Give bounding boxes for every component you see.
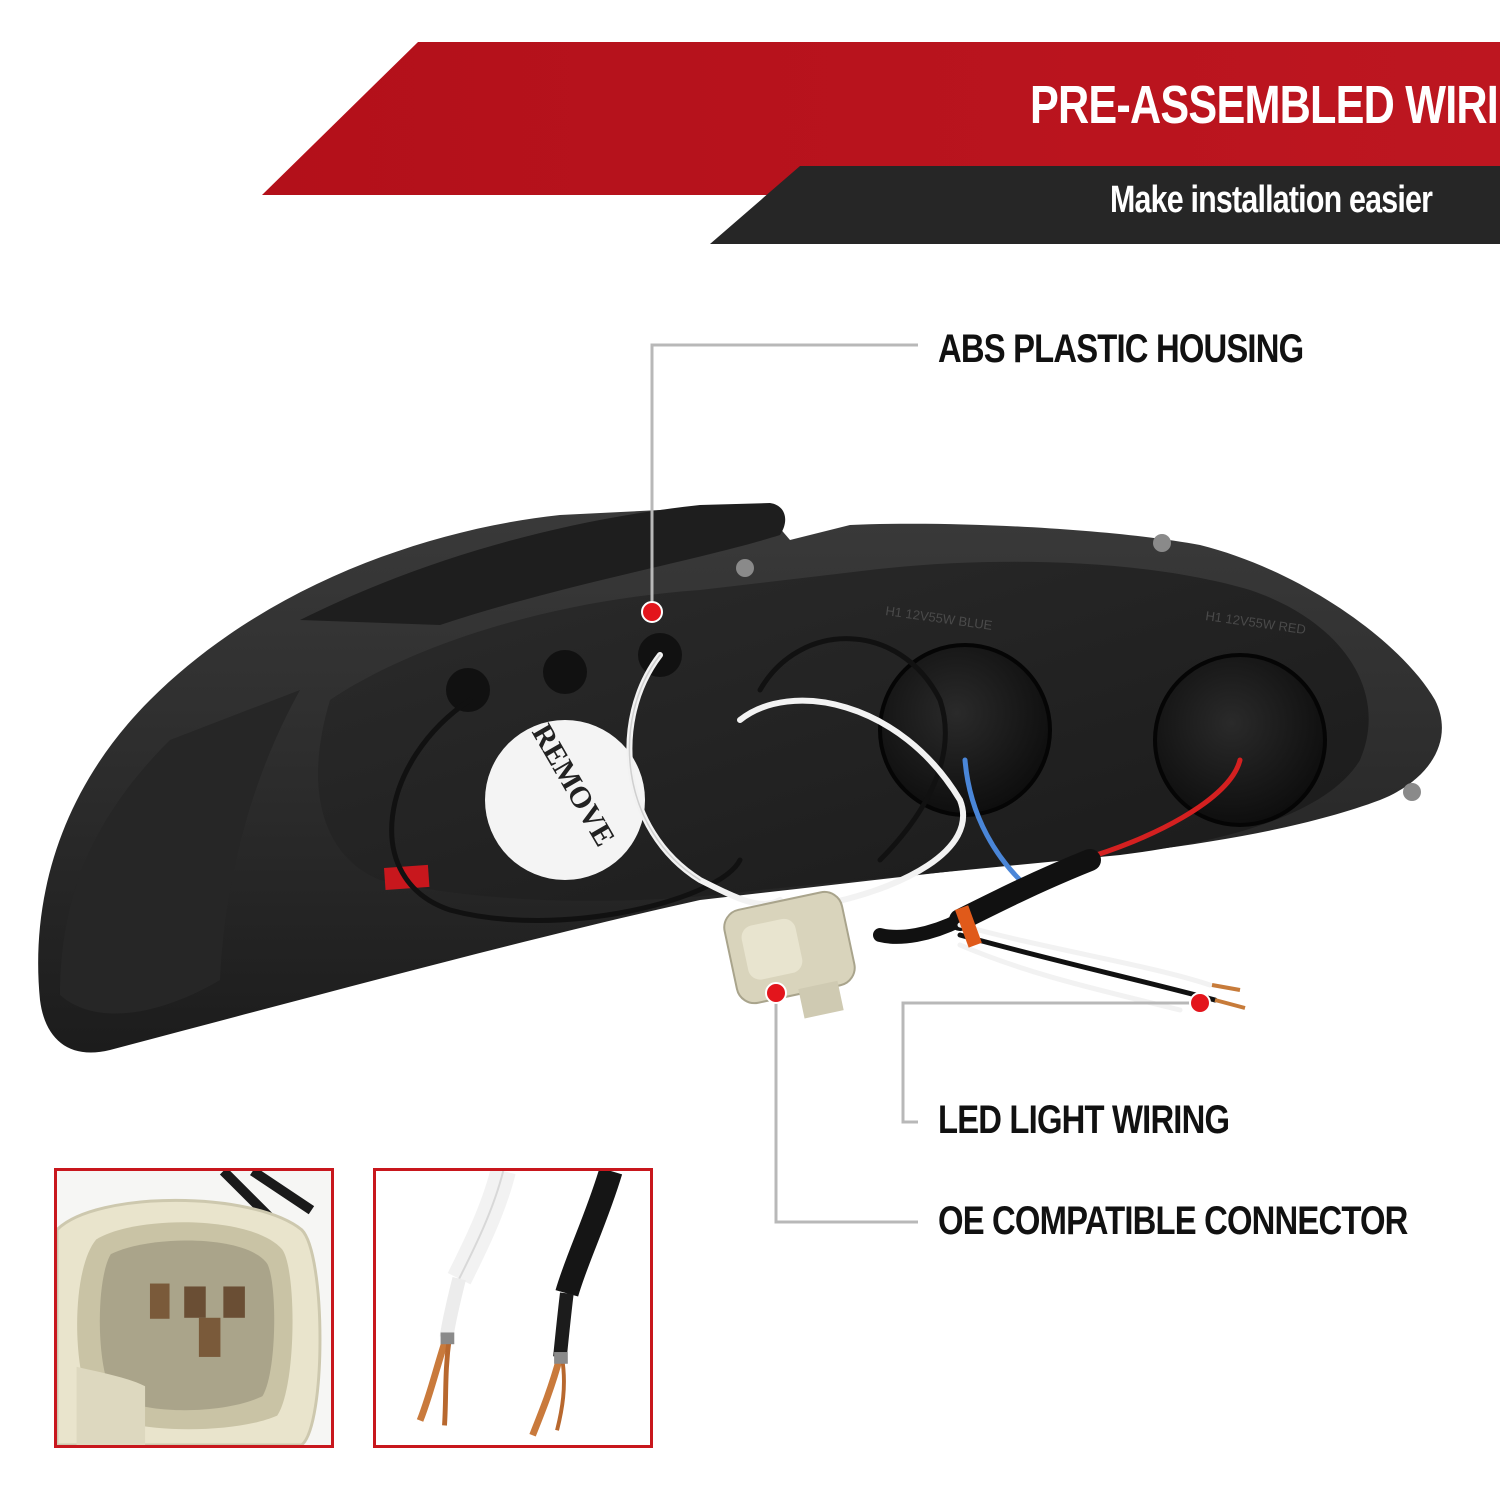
wiring-harness bbox=[389, 636, 1243, 1013]
orange-cable-tie bbox=[955, 905, 982, 948]
callout-line-oe bbox=[774, 1002, 918, 1224]
dark-subtitle-banner bbox=[710, 166, 1500, 244]
header-banners bbox=[262, 42, 1500, 244]
callout-led-light-wiring: LED LIGHT WIRING bbox=[938, 1098, 1230, 1142]
headlight-product-photo: H1 12V55W BLUE H1 12V55W RED REMOVE bbox=[38, 503, 1442, 1053]
housing-corner bbox=[60, 690, 300, 1014]
bulb-cap-high bbox=[1153, 653, 1327, 827]
page-title: PRE-ASSEMBLED WIRING bbox=[1030, 75, 1500, 135]
grommet bbox=[543, 650, 587, 694]
callout-oe-compatible-connector: OE COMPATIBLE CONNECTOR bbox=[938, 1199, 1408, 1243]
inset-stripped-wire-ends bbox=[373, 1168, 653, 1448]
callout-dot-led bbox=[1189, 992, 1211, 1014]
callout-dot-abs bbox=[641, 601, 663, 623]
red-title-banner bbox=[262, 42, 1500, 195]
inset-connector-closeup bbox=[54, 1168, 334, 1448]
screw bbox=[1153, 534, 1171, 552]
page-subtitle: Make installation easier bbox=[1110, 179, 1433, 221]
wire-ends-image bbox=[376, 1171, 650, 1445]
screw bbox=[736, 559, 754, 577]
oe-connector bbox=[723, 890, 856, 1019]
callout-dot-oe bbox=[765, 982, 787, 1004]
connector-closeup-image bbox=[57, 1171, 331, 1445]
copper-wire-tip bbox=[1211, 983, 1241, 992]
callout-line-abs bbox=[650, 343, 918, 605]
remove-sticker bbox=[485, 720, 645, 880]
callout-abs-plastic-housing: ABS PLASTIC HOUSING bbox=[938, 327, 1304, 371]
copper-wire-tip bbox=[1214, 998, 1246, 1010]
grommet bbox=[446, 668, 490, 712]
callout-line-led bbox=[901, 1001, 1195, 1124]
housing-top-lip bbox=[300, 503, 786, 625]
screw bbox=[1403, 783, 1421, 801]
callout-lines bbox=[641, 343, 1211, 1224]
